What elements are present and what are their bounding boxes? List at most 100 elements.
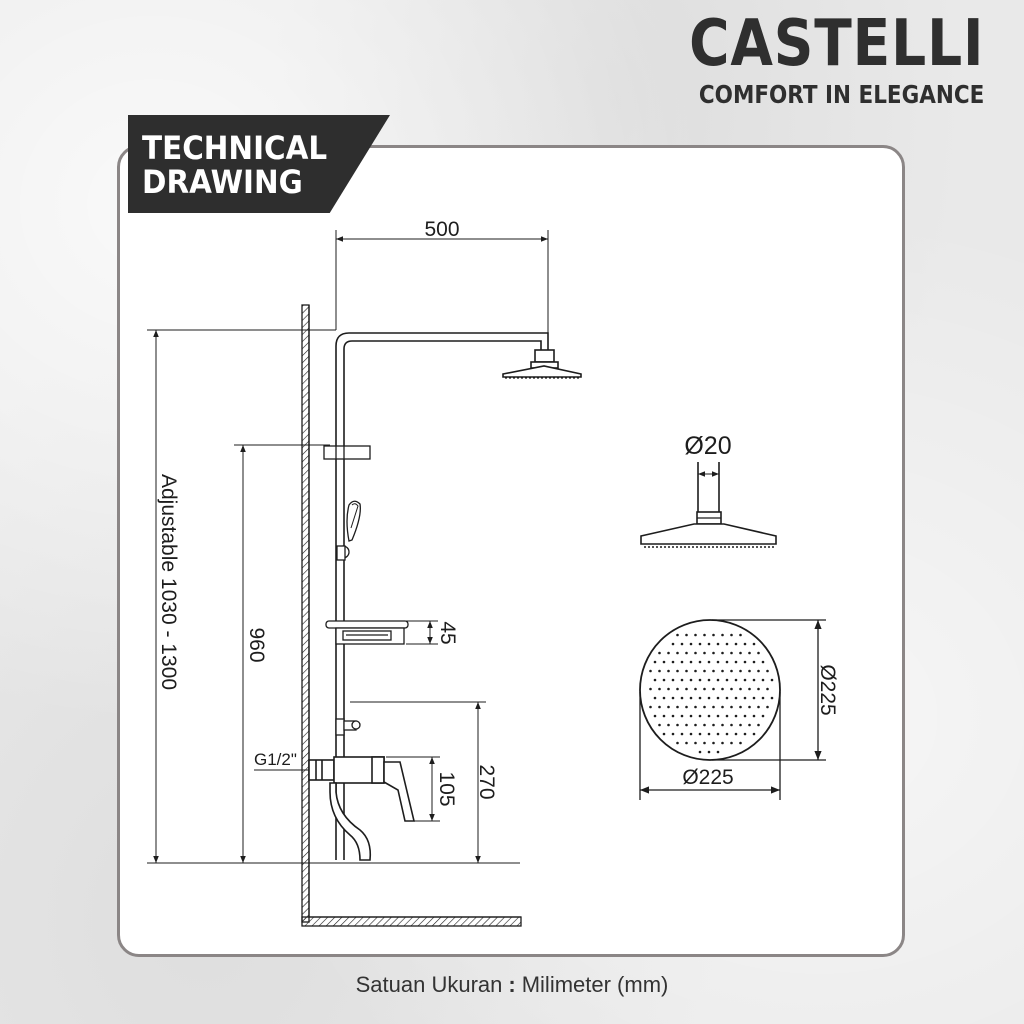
nozzle-dot	[694, 705, 697, 709]
nozzle-dot	[703, 741, 706, 745]
nozzle-dot	[748, 651, 751, 655]
nozzle-dot	[757, 669, 760, 673]
nozzle-dot	[671, 642, 675, 646]
nozzle-dot	[694, 741, 697, 745]
nozzle-dot	[662, 696, 666, 700]
nozzle-dot	[707, 732, 711, 736]
nozzle-dot	[694, 633, 697, 637]
nozzle-dot	[649, 687, 652, 691]
nozzle-dot	[676, 705, 679, 709]
nozzle-dot	[748, 705, 751, 709]
nozzle-dot	[752, 714, 756, 718]
dim-spout-height: 105	[435, 771, 458, 806]
nozzle-dot	[680, 714, 684, 718]
nozzle-dot	[761, 660, 765, 664]
nozzle-dot	[712, 669, 715, 673]
nozzle-dot	[748, 723, 751, 727]
nozzle-dot	[689, 642, 693, 646]
nozzle-dot	[680, 732, 684, 736]
nozzle-dot	[707, 696, 711, 700]
nozzle-dot	[707, 750, 711, 754]
nozzle-dot	[698, 696, 702, 700]
drawing-panel	[117, 145, 905, 957]
nozzle-dot	[725, 678, 729, 682]
nozzle-dot	[649, 705, 652, 709]
nozzle-dot	[739, 741, 742, 745]
dim-shelf-height: 45	[436, 621, 459, 644]
slide-bracket	[323, 445, 371, 460]
unit-note: Satuan Ukuran:Milimeter (mm)	[0, 972, 1024, 998]
nozzle-dot	[680, 660, 684, 664]
nozzle-dot	[671, 678, 675, 682]
nozzle-dot	[685, 633, 688, 637]
nozzle-dot	[739, 651, 742, 655]
nozzle-dot	[734, 714, 738, 718]
nozzle-dot	[685, 687, 688, 691]
dim-bar-height: 960	[245, 627, 268, 662]
nozzle-dot	[694, 669, 697, 673]
nozzle-dot	[757, 687, 760, 691]
nozzle-dot	[743, 714, 747, 718]
nozzle-dot	[721, 687, 724, 691]
nozzle-dot	[698, 678, 702, 682]
nozzle-dot	[752, 696, 756, 700]
nozzle-dot	[707, 660, 711, 664]
nozzle-dot	[703, 723, 706, 727]
nozzle-dot	[766, 705, 769, 709]
nozzle-dot	[676, 741, 679, 745]
nozzle-dot	[734, 696, 738, 700]
nozzle-dot	[694, 651, 697, 655]
nozzle-dot	[653, 678, 657, 682]
nozzle-dot	[721, 741, 724, 745]
nozzle-dot	[703, 705, 706, 709]
hand-shower	[336, 500, 361, 561]
nozzle-dot	[703, 669, 706, 673]
nozzle-dot	[721, 669, 724, 673]
nozzle-dot	[658, 705, 661, 709]
nozzle-dot	[716, 714, 720, 718]
nozzle-dot	[739, 633, 742, 637]
nozzle-dot	[730, 633, 733, 637]
nozzle-dot	[694, 723, 697, 727]
nozzle-dot	[653, 714, 657, 718]
nozzle-dot	[676, 651, 679, 655]
nozzle-dot	[698, 714, 702, 718]
nozzle-dot	[671, 714, 675, 718]
nozzle-dot	[739, 723, 742, 727]
nozzle-dot	[734, 732, 738, 736]
nozzle-dot	[716, 660, 720, 664]
nozzle-dot	[761, 714, 765, 718]
nozzle-dot	[667, 651, 670, 655]
nozzle-dot	[658, 687, 661, 691]
nozzle-dot	[689, 678, 693, 682]
nozzle-dot	[671, 696, 675, 700]
rain-head-side-view	[640, 462, 777, 548]
nozzle-dot	[716, 750, 720, 754]
wall	[301, 304, 522, 927]
diverter	[335, 718, 361, 736]
nozzle-dot	[743, 678, 747, 682]
nozzle-dot	[739, 687, 742, 691]
nozzle-dot	[716, 642, 720, 646]
nozzle-dot	[662, 660, 666, 664]
nozzle-dot	[766, 687, 769, 691]
nozzle-dot	[752, 642, 756, 646]
nozzle-dot	[707, 678, 711, 682]
section-tag-line2: DRAWING	[142, 163, 303, 201]
nozzle-dot	[707, 642, 711, 646]
nozzle-dot	[698, 750, 702, 754]
nozzle-dot	[685, 723, 688, 727]
nozzle-dot	[685, 669, 688, 673]
unit-value: Milimeter (mm)	[521, 972, 669, 997]
nozzle-dot	[703, 687, 706, 691]
nozzle-dot	[752, 678, 756, 682]
nozzle-dot	[667, 687, 670, 691]
nozzle-dot	[707, 714, 711, 718]
nozzle-dot	[680, 642, 684, 646]
nozzle-dot	[662, 732, 666, 736]
nozzle-dot	[743, 642, 747, 646]
nozzle-dot	[667, 705, 670, 709]
nozzle-dot	[694, 687, 697, 691]
nozzle-dot	[730, 741, 733, 745]
